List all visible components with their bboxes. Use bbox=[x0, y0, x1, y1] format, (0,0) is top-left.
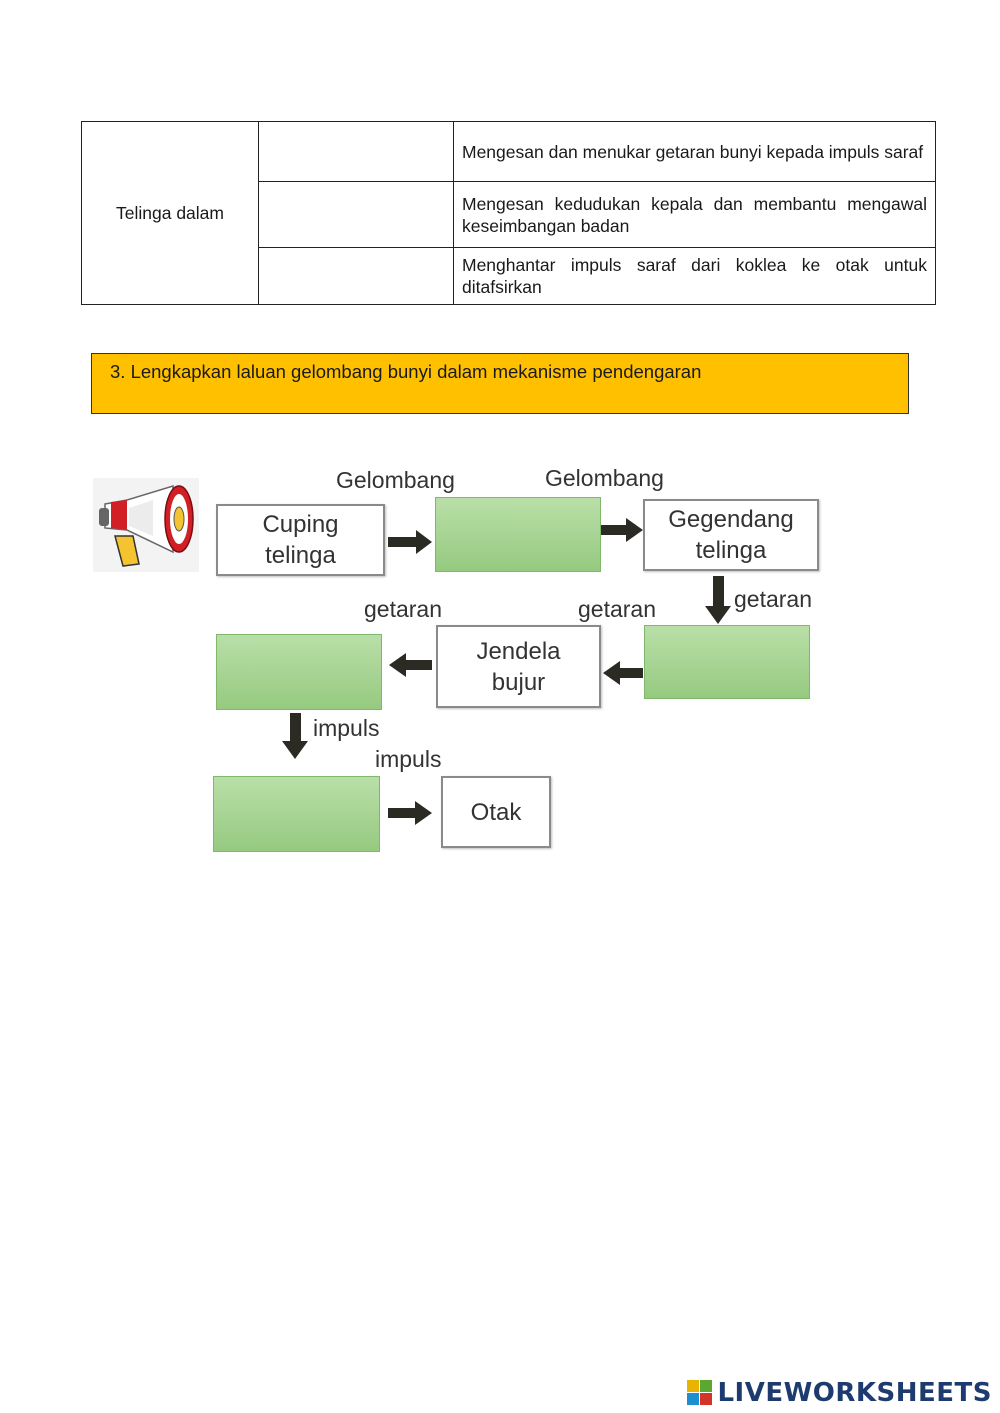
table-row: Telinga dalam Mengesan dan menukar getar… bbox=[81, 121, 936, 305]
function-text: Mengesan kedudukan kepala dan membantu m… bbox=[462, 193, 927, 236]
liveworksheets-logo-icon bbox=[687, 1380, 713, 1405]
box-gegendang-telinga: Gegendang telinga bbox=[643, 499, 819, 571]
arrow-right-icon bbox=[388, 801, 432, 825]
part-answer-cell[interactable] bbox=[258, 181, 454, 248]
label-getaran-3: getaran bbox=[364, 596, 443, 622]
arrow-down-icon bbox=[705, 576, 731, 624]
label-getaran-1: getaran bbox=[734, 586, 813, 612]
organ-function-table: Telinga dalam Mengesan dan menukar getar… bbox=[81, 121, 936, 305]
function-text: Mengesan dan menukar getaran bunyi kepad… bbox=[462, 141, 924, 162]
box-gegendang-label: Gegendang telinga bbox=[668, 506, 794, 564]
box-jendela-bujur: Jendela bujur bbox=[436, 625, 601, 708]
label-gelombang-2: Gelombang bbox=[545, 465, 664, 491]
function-cell: Mengesan kedudukan kepala dan membantu m… bbox=[453, 181, 936, 248]
box-otak: Otak bbox=[441, 776, 551, 848]
liveworksheets-logo: LIVEWORKSHEETS bbox=[687, 1376, 992, 1410]
function-text: Menghantar impuls saraf dari koklea ke o… bbox=[462, 255, 927, 297]
label-impuls-2: impuls bbox=[375, 746, 442, 772]
organ-label: Telinga dalam bbox=[116, 203, 224, 223]
function-cell: Menghantar impuls saraf dari koklea ke o… bbox=[453, 247, 936, 305]
arrow-left-icon bbox=[389, 653, 432, 677]
brand-name: LIVEWORKSHEETS bbox=[717, 1378, 992, 1408]
part-answer-cell[interactable] bbox=[258, 247, 454, 305]
answer-box-2[interactable] bbox=[644, 625, 810, 699]
arrow-right-icon bbox=[601, 518, 643, 542]
arrow-right-icon bbox=[388, 530, 432, 554]
answer-box-3[interactable] bbox=[216, 634, 382, 710]
organ-cell: Telinga dalam bbox=[81, 121, 259, 305]
box-otak-label: Otak bbox=[470, 798, 522, 826]
label-getaran-2: getaran bbox=[578, 596, 657, 622]
megaphone-icon bbox=[93, 478, 199, 572]
box-cuping-telinga: Cuping telinga bbox=[216, 504, 385, 576]
answer-box-1[interactable] bbox=[435, 497, 601, 572]
question-text: 3. Lengkapkan laluan gelombang bunyi dal… bbox=[110, 361, 702, 382]
part-answer-cell[interactable] bbox=[258, 121, 454, 182]
box-jendela-label: Jendela bujur bbox=[476, 637, 561, 696]
function-cell: Mengesan dan menukar getaran bunyi kepad… bbox=[453, 121, 936, 182]
label-gelombang-1: Gelombang bbox=[336, 467, 455, 493]
arrow-left-icon bbox=[603, 661, 643, 685]
box-cuping-label: Cuping telinga bbox=[262, 511, 339, 569]
answer-box-4[interactable] bbox=[213, 776, 380, 852]
arrow-down-icon bbox=[282, 713, 308, 759]
question-banner: 3. Lengkapkan laluan gelombang bunyi dal… bbox=[91, 353, 909, 414]
label-impuls-1: impuls bbox=[313, 715, 380, 741]
table-row: Menghantar impuls saraf dari koklea ke o… bbox=[82, 247, 936, 305]
